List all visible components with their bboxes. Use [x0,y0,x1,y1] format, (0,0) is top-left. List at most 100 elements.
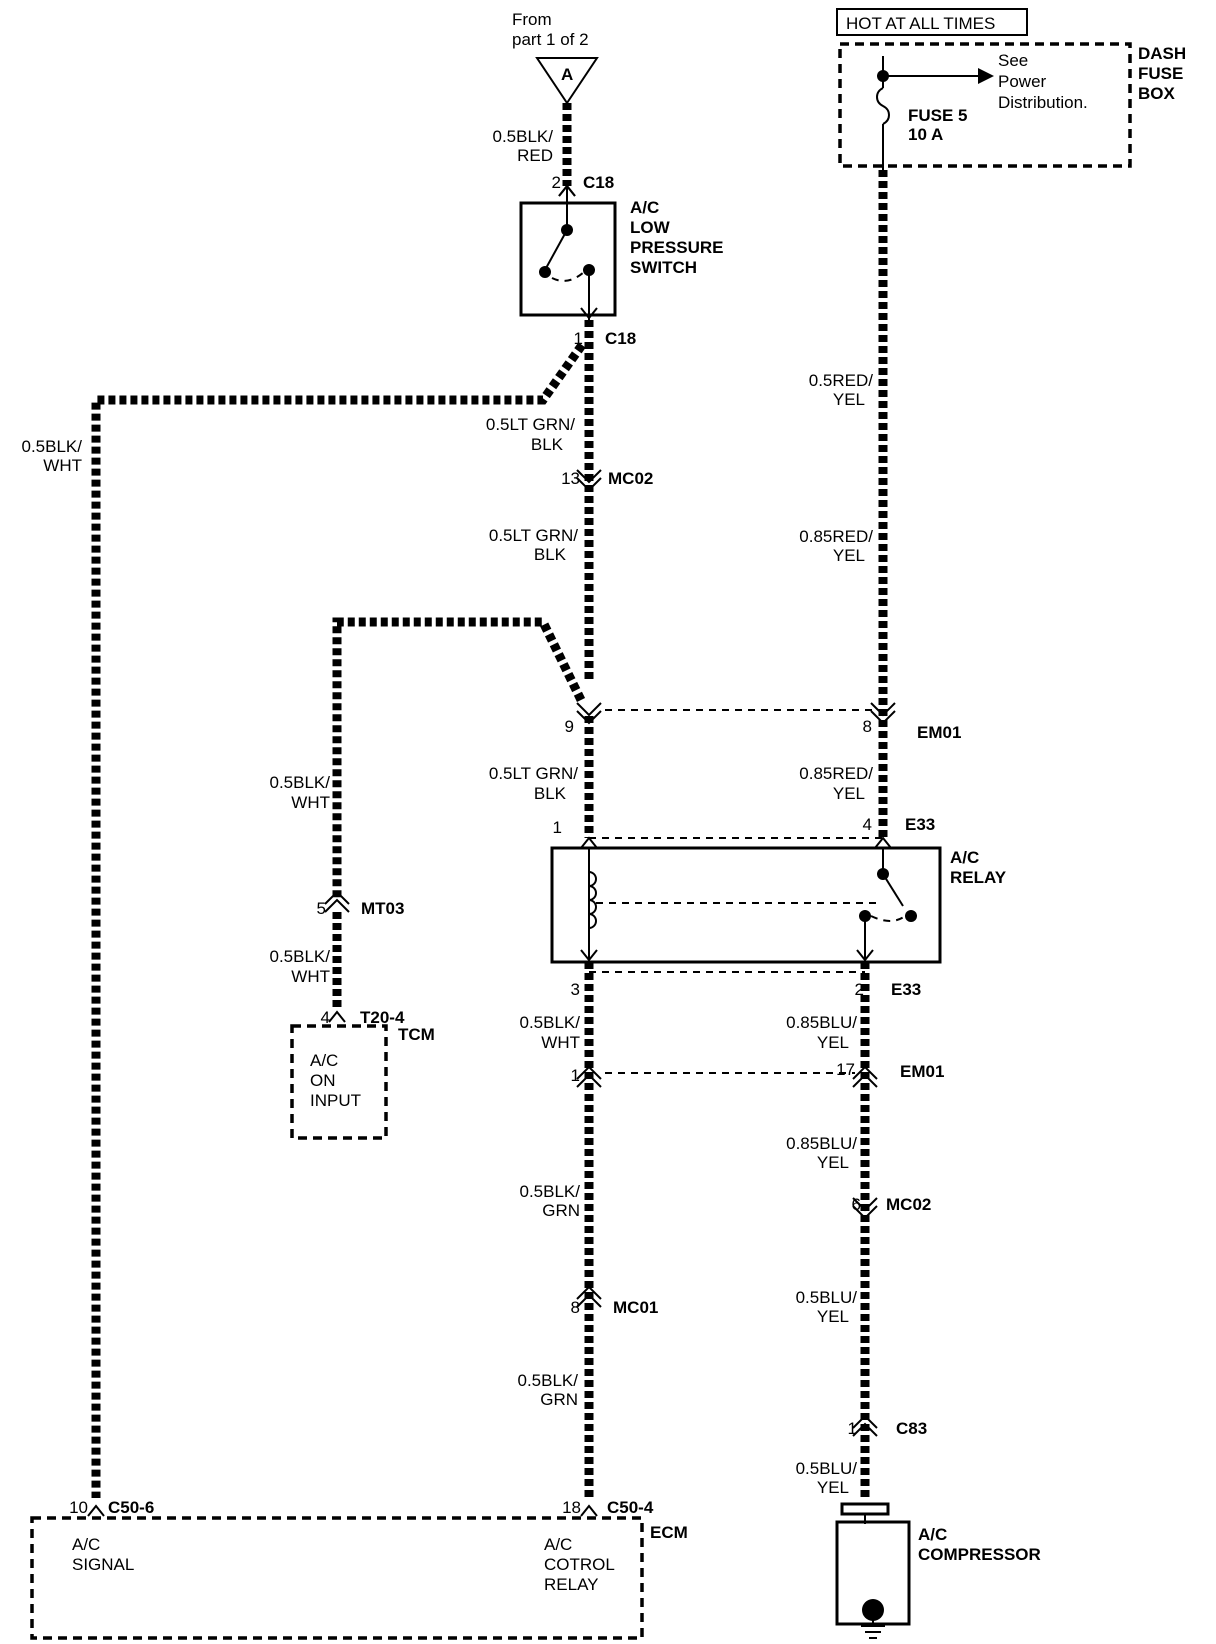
pin-em01-9: 9 [565,717,574,736]
relay-contact-link-dashed [870,915,906,922]
dash-fuse-box-name-3: BOX [1138,84,1176,103]
tcm-ac-on-input-1: A/C [310,1051,338,1070]
ac-relay-label-1: A/C [950,848,979,867]
ecm-box [30,1516,644,1640]
c83-chevron-icon-2 [852,1422,878,1437]
pin-c18-2: 2 [552,173,561,192]
wire-label-red-yel-b-2: YEL [833,546,865,565]
dash-fuse-box [838,42,1132,168]
wire-label-tcm-upper-2: WHT [291,793,330,812]
pin-mc01-8: 8 [571,1298,580,1317]
low-pressure-switch-label-2: LOW [630,218,671,237]
relay-pin2-icon [856,949,874,962]
ecm-label: ECM [650,1523,688,1542]
wire-label-blk-wht-ecm-1: 0.5BLK/ [22,437,83,456]
mc02-13-chevron-icon-2 [576,477,602,492]
wire-label-blk-grn-a-2: GRN [542,1201,580,1220]
mc02-6-chevron-icon [852,1197,878,1212]
relay-pin4-icon [874,836,892,849]
wire-label-lt-grn-blk-a-1: 0.5LT GRN/ [486,415,575,434]
wire-label-lt-grn-blk-c-1: 0.5LT GRN/ [489,764,578,783]
wire-blk-wht-ecm-signal [91,342,586,1498]
pin-c50-4-18: 18 [562,1498,581,1517]
wire-label-lt-grn-blk-b-1: 0.5LT GRN/ [489,526,578,545]
ecm-ac-control-relay-2: COTROL [544,1555,615,1574]
tcm-pin-icon [328,1010,346,1023]
relay-contact-dot-2 [905,910,917,922]
wire-label-blu-yel-c-1: 0.5BLU/ [796,1288,858,1307]
wire-label-blk-red-1: 0.5BLK/ [493,127,554,146]
wire-label-blk-grn-b-1: 0.5BLK/ [518,1371,579,1390]
ecm-pin10-icon [87,1504,105,1517]
pin-c83-1: 1 [848,1419,857,1438]
from-label-line1: From [512,10,552,29]
pin-t20-4: 4 [321,1008,330,1027]
pin-e33-2: 2 [855,980,864,999]
connector-em01-17: EM01 [900,1062,944,1081]
wire-label-blu-yel-b-1: 0.85BLU/ [786,1134,857,1153]
wire-blk-wht-tcm-upper [332,617,586,898]
em01-1-chevron-icon-2 [576,1073,602,1088]
connector-c18-bottom: C18 [605,329,636,348]
mt03-chevron-icon [324,890,350,905]
connector-mc02-6: MC02 [886,1195,931,1214]
fuse-5-label: FUSE 5 [908,106,968,125]
wire-label-red-yel-c-1: 0.85RED/ [799,764,873,783]
switch-pivot-dot [539,266,551,278]
ac-relay-box [550,846,942,964]
connector-mt03: MT03 [361,899,404,918]
arrow-right-icon [978,68,994,84]
fuse-5-rating: 10 A [908,125,943,144]
pin-e33-4: 4 [863,815,872,834]
relay-pin1-icon [580,836,598,849]
pin-mc02-13: 13 [561,469,580,488]
relay-pin3-icon [580,949,598,962]
tcm-label: TCM [398,1025,435,1044]
dash-fuse-box-name-1: DASH [1138,44,1186,63]
connector-c50-6: C50-6 [108,1498,154,1517]
em01-9-chevron-icon-2 [576,710,602,725]
hot-at-all-times-label: HOT AT ALL TIMES [846,14,995,33]
switch-actuator-link [551,271,585,282]
mt03-chevron-icon-2 [324,898,350,913]
tcm-ac-on-input-3: INPUT [310,1091,361,1110]
low-pressure-switch-label-3: PRESSURE [630,238,724,257]
see-power-line2: Power [998,72,1047,91]
tcm-ac-on-input-2: ON [310,1071,336,1090]
pin-c18-1: 1 [574,329,583,348]
wire-label-tcm-lower-1: 0.5BLK/ [270,947,331,966]
mc02-6-chevron-icon-2 [852,1205,878,1220]
relay-switch-blade [882,873,904,907]
em01-9-chevron-icon [576,702,602,717]
switch-bottom-pin-icon [580,307,598,320]
em01-8-chevron-icon [870,702,896,717]
connector-t20-4: T20-4 [360,1008,405,1027]
connector-c18-top: C18 [583,173,614,192]
hot-at-all-times-box [836,8,1028,36]
wire-label-lt-grn-blk-a-2: BLK [531,435,564,454]
c83-chevron-icon [852,1414,878,1429]
connector-e33-4: E33 [905,815,935,834]
connector-mc01: MC01 [613,1298,658,1317]
connector-mc02-13: MC02 [608,469,653,488]
ac-relay-label-2: RELAY [950,868,1007,887]
pin-mc02-6: 6 [852,1195,861,1214]
connector-c50-4: C50-4 [607,1498,654,1517]
ecm-ac-signal-2: SIGNAL [72,1555,134,1574]
wire-label-blu-yel-c-2: YEL [817,1307,849,1326]
inline-connector-icons [324,184,896,1437]
wire-label-red-yel-c-2: YEL [833,784,865,803]
connector-e33-2: E33 [891,980,921,999]
wire-label-tcm-lower-2: WHT [291,967,330,986]
pin-em01-1: 1 [571,1066,580,1085]
wire-label-red-yel-a-2: YEL [833,390,865,409]
wire-label-lt-grn-blk-b-2: BLK [534,545,567,564]
ecm-ac-control-relay-1: A/C [544,1535,572,1554]
wire-label-tcm-upper-1: 0.5BLK/ [270,773,331,792]
pin-e33-1: 1 [553,818,562,837]
mc02-13-chevron-icon [576,469,602,484]
wire-label-blu-yel-d-2: YEL [817,1478,849,1497]
connector-em01-8: EM01 [917,723,961,742]
pin-em01-17: 17 [836,1060,855,1079]
